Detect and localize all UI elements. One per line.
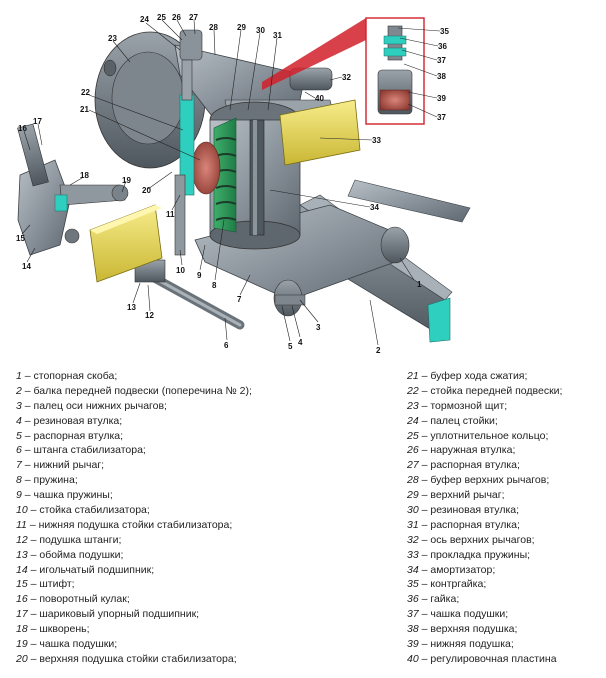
legend-item: 3 – палец оси нижних рычагов;	[16, 399, 167, 412]
legend-item: 30 – резиновая втулка;	[407, 504, 520, 517]
callout-10: 10	[176, 266, 185, 275]
callout-35: 35	[440, 27, 449, 36]
legend-item: 18 – шкворень;	[16, 623, 90, 636]
legend-item: 33 – прокладка пружины;	[407, 548, 531, 561]
callout-34: 34	[370, 203, 379, 212]
callout-30: 30	[256, 26, 265, 35]
callout-20: 20	[142, 186, 151, 195]
legend-item: 29 – верхний рычаг;	[407, 489, 505, 502]
yellow-pad-left	[89, 204, 163, 283]
legend-item: 32 – ось верхних рычагов;	[407, 533, 535, 546]
callout-37: 37	[437, 56, 446, 65]
legend-item: 38 – верхняя подушка;	[407, 623, 518, 636]
legend-item: 21 – буфер хода сжатия;	[407, 370, 528, 382]
legend-item: 9 – чашка пружины;	[16, 489, 113, 502]
callout-3: 3	[316, 323, 321, 332]
legend-item: 26 – наружная втулка;	[407, 444, 516, 457]
legend-item: 22 – стойка передней подвески;	[407, 384, 563, 397]
legend-item: 40 – регулировочная пластина	[407, 652, 557, 665]
callout-16: 16	[18, 124, 27, 133]
callout-28: 28	[209, 23, 218, 32]
legend-item: 15 – штифт;	[16, 578, 75, 591]
callout-25: 25	[157, 13, 166, 22]
callout-19: 19	[122, 176, 131, 185]
legend-item: 13 – обойма подушки;	[16, 548, 124, 561]
legend-right-column: 21 – буфер хода сжатия; 22 – стойка пере…	[407, 369, 603, 667]
legend-item: 25 – уплотнительное кольцо;	[407, 429, 549, 442]
callout-39: 39	[437, 94, 446, 103]
callout-32: 32	[342, 73, 351, 82]
inset-detail	[262, 17, 425, 125]
legend-left-column: 1 – стопорная скоба; 2 – балка передней …	[16, 369, 396, 667]
callout-12: 12	[145, 311, 154, 320]
stabilizer-post	[174, 174, 186, 256]
legend-item: 35 – контргайка;	[407, 578, 487, 591]
legend-item: 6 – штанга стабилизатора;	[16, 444, 146, 457]
leader-lines	[21, 19, 441, 346]
callout-1: 1	[417, 280, 422, 289]
callout-24: 24	[140, 15, 149, 24]
callout-33: 33	[372, 136, 381, 145]
parts-legend: 1 – стопорная скоба; 2 – балка передней …	[0, 369, 606, 674]
callout-40: 40	[315, 94, 324, 103]
spring-housing	[209, 101, 301, 250]
legend-item: 20 – верхняя подушка стойки стабилизатор…	[16, 652, 237, 665]
callout-26: 26	[172, 13, 181, 22]
callout-4: 4	[298, 338, 303, 347]
legend-item: 12 – подушка штанги;	[16, 533, 122, 546]
legend-item: 36 – гайка;	[407, 593, 460, 606]
callout-29: 29	[237, 23, 246, 32]
callout-13: 13	[127, 303, 136, 312]
legend-item: 23 – тормозной щит;	[407, 399, 508, 412]
legend-item: 5 – распорная втулка;	[16, 429, 124, 442]
callout-36: 36	[438, 42, 447, 51]
callout-18: 18	[80, 171, 89, 180]
callout-15: 15	[16, 234, 25, 243]
callout-37b: 37	[437, 113, 446, 122]
callout-7: 7	[237, 295, 242, 304]
legend-item: 4 – резиновая втулка;	[16, 414, 123, 427]
callout-17: 17	[33, 117, 42, 126]
legend-item: 17 – шариковый упорный подшипник;	[16, 608, 200, 621]
legend-item: 28 – буфер верхних рычагов;	[407, 474, 550, 487]
callout-22: 22	[81, 88, 90, 97]
brake-shield	[94, 31, 206, 169]
callout-2: 2	[376, 346, 381, 355]
steering-knuckle	[17, 123, 129, 256]
legend-item: 34 – амортизатор;	[407, 563, 496, 576]
legend-item: 16 – поворотный кулак;	[16, 593, 130, 606]
legend-item: 2 – балка передней подвески (поперечина …	[16, 384, 252, 397]
callout-23: 23	[108, 34, 117, 43]
callout-9: 9	[197, 271, 202, 280]
legend-item: 19 – чашка подушки;	[16, 638, 118, 651]
legend-item: 1 – стопорная скоба;	[16, 370, 118, 382]
legend-item: 8 – пружина;	[16, 474, 78, 487]
legend-item: 31 – распорная втулка;	[407, 518, 520, 531]
callout-38: 38	[437, 72, 446, 81]
callout-31: 31	[273, 31, 282, 40]
legend-item: 27 – распорная втулка;	[407, 459, 520, 472]
callout-21: 21	[80, 105, 89, 114]
callout-27: 27	[189, 13, 198, 22]
callout-8: 8	[212, 281, 217, 290]
legend-item: 11 – нижняя подушка стойки стабилизатора…	[16, 518, 233, 531]
callout-6: 6	[224, 341, 229, 350]
legend-item: 14 – игольчатый подшипник;	[16, 563, 155, 576]
legend-item: 24 – палец стойки;	[407, 414, 498, 427]
callout-5: 5	[288, 342, 293, 351]
yellow-pad-right	[279, 99, 361, 166]
front-strut	[179, 59, 195, 196]
legend-item: 10 – стойка стабилизатора;	[16, 504, 150, 517]
callout-14: 14	[22, 262, 31, 271]
legend-item: 7 – нижний рычаг;	[16, 459, 105, 472]
legend-item: 37 – чашка подушки;	[407, 608, 509, 621]
suspension-illustration: 1 2 3 4 5 6 7 8 9 10 11 12 13 14 15 16 1…	[16, 13, 471, 355]
compression-buffer	[191, 141, 221, 195]
callout-11: 11	[166, 210, 175, 219]
legend-item: 39 – нижняя подушка;	[407, 638, 514, 651]
